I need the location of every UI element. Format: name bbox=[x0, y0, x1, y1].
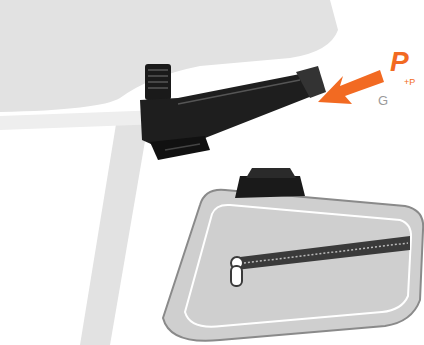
seat-clamp-mount bbox=[140, 64, 326, 160]
saddle-bag bbox=[163, 190, 423, 341]
step-letter: G bbox=[378, 94, 388, 107]
force-note: +P bbox=[404, 78, 415, 87]
bag-cleat-top bbox=[246, 168, 296, 178]
bag-cleat bbox=[235, 176, 305, 198]
force-symbol: P bbox=[390, 48, 409, 76]
seatpost bbox=[80, 112, 150, 345]
push-arrow bbox=[318, 70, 384, 104]
